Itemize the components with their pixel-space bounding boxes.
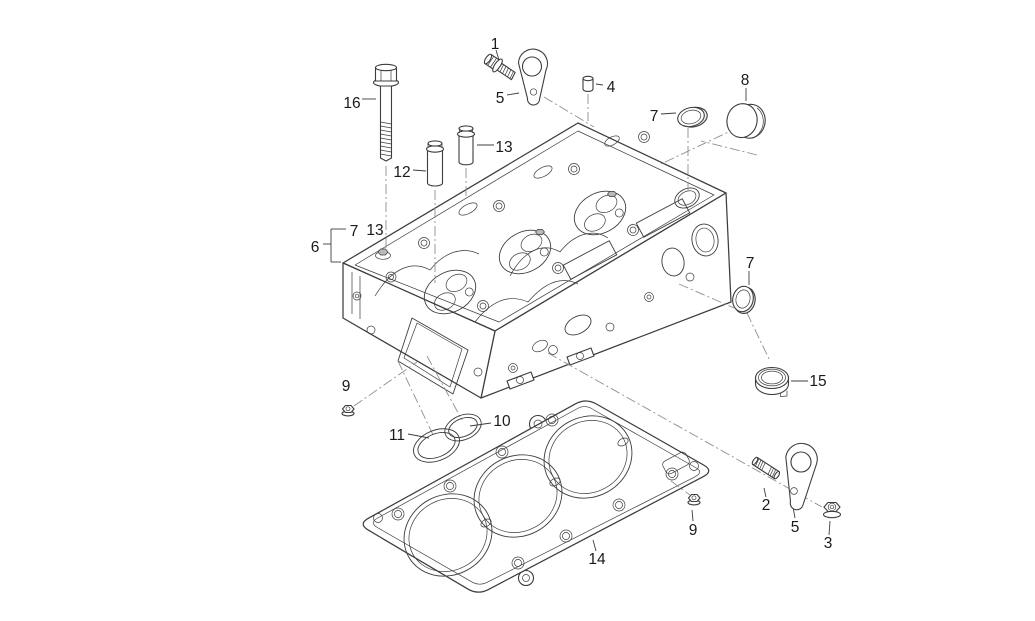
installed-nut — [535, 229, 545, 235]
rocker-pads — [562, 198, 691, 280]
callout-5-top[interactable]: 5 — [496, 90, 505, 107]
dowel-pin-4 — [582, 75, 594, 92]
head-bolt-holes — [385, 131, 650, 312]
callout-2[interactable]: 2 — [762, 497, 771, 514]
assembly-centerlines — [353, 94, 823, 508]
assembly-bracket-6 — [323, 228, 346, 263]
bolt-threads — [380, 121, 392, 157]
callout-13-bracket[interactable]: 13 — [366, 222, 383, 239]
callout-9-left[interactable]: 9 — [342, 378, 351, 395]
valve-guide-12 — [425, 140, 445, 187]
plug-bore — [674, 187, 700, 209]
valve-guide-13 — [456, 125, 476, 166]
lifting-eye-5-top — [517, 48, 549, 106]
side-window — [397, 317, 469, 395]
callout-9-right[interactable]: 9 — [689, 522, 698, 539]
gasket-bolt-holes — [373, 413, 699, 582]
callout-6[interactable]: 6 — [311, 239, 320, 256]
head-bolt-16 — [372, 63, 400, 162]
callout-8[interactable]: 8 — [741, 72, 750, 89]
top-face-rim — [354, 130, 715, 323]
callout-11[interactable]: 11 — [389, 427, 405, 444]
callout-5-bottom[interactable]: 5 — [791, 519, 800, 536]
gasket-ear-tab — [517, 569, 535, 587]
nut-9-left — [341, 404, 355, 417]
callout-12[interactable]: 12 — [393, 164, 410, 181]
callout-4[interactable]: 4 — [607, 79, 616, 96]
callout-13-top[interactable]: 13 — [495, 139, 512, 156]
cup-plug-8 — [726, 103, 766, 139]
combustion-chamber — [573, 190, 627, 236]
combustion-chamber — [423, 269, 477, 315]
lifting-eye-5-bottom — [785, 442, 818, 511]
callout-7-bracket[interactable]: 7 — [350, 223, 359, 240]
water-passage-slots — [458, 135, 620, 216]
gasket-water-holes — [480, 437, 690, 528]
cap-15 — [754, 366, 790, 397]
exhaust-port — [661, 247, 685, 277]
callout-10[interactable]: 10 — [493, 413, 511, 430]
nut-9-right — [687, 493, 701, 506]
callout-15[interactable]: 15 — [809, 373, 826, 390]
callout-3[interactable]: 3 — [824, 535, 833, 552]
seal-ring-11 — [413, 428, 460, 463]
callout-leader-lines — [323, 49, 831, 552]
stud-2 — [751, 456, 781, 480]
bolt-1 — [483, 53, 516, 81]
callout-7-top[interactable]: 7 — [650, 108, 659, 125]
cylinder-head — [342, 122, 732, 399]
seal-ring-10 — [444, 413, 482, 442]
installed-nut — [607, 191, 617, 197]
head-gasket — [362, 400, 710, 593]
callout-1[interactable]: 1 — [491, 36, 500, 53]
callout-7-side[interactable]: 7 — [746, 255, 755, 272]
callout-14[interactable]: 14 — [588, 551, 606, 568]
installed-bolt — [375, 248, 391, 260]
flange-nut-3 — [822, 501, 842, 519]
callout-16[interactable]: 16 — [343, 95, 360, 112]
cup-plug-7-side — [732, 285, 756, 314]
cup-plug-7-top — [677, 106, 708, 128]
